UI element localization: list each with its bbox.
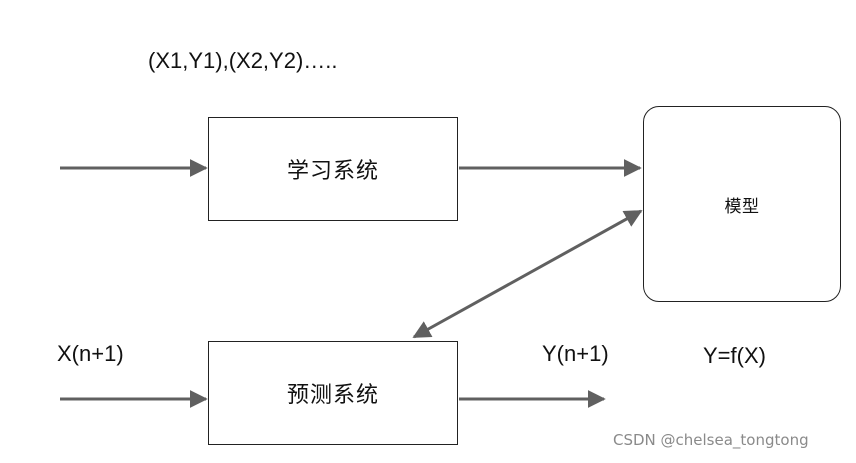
input-label: X(n+1): [57, 341, 124, 366]
formula-label: Y=f(X): [703, 343, 766, 368]
model-label: 模型: [724, 196, 760, 217]
arrow-model-prediction-bidirectional: [412, 209, 643, 339]
model-box: 模型: [643, 106, 841, 302]
prediction-system-box: 预测系统: [208, 341, 458, 445]
watermark-text: CSDN @chelsea_tongtong: [613, 431, 809, 449]
training-pairs-label: (X1,Y1),(X2,Y2)…..: [148, 48, 338, 73]
output-label: Y(n+1): [542, 341, 609, 366]
prediction-system-label: 预测系统: [286, 383, 379, 408]
learning-system-label: 学习系统: [286, 159, 379, 184]
learning-system-box: 学习系统: [208, 117, 458, 221]
